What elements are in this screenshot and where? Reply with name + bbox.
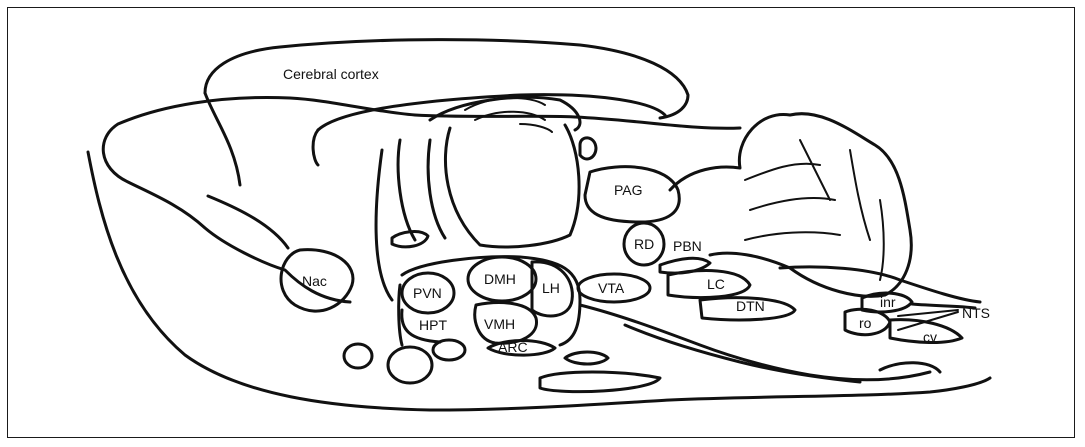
label-pag: PAG: [614, 182, 643, 198]
label-rd: RD: [634, 236, 654, 252]
label-ro: ro: [859, 315, 872, 331]
label-hpt: HPT: [419, 317, 447, 333]
label-dtn: DTN: [736, 298, 765, 314]
label-cv: cv: [923, 329, 937, 345]
label-dmh: DMH: [484, 271, 516, 287]
label-inr: inr: [880, 294, 896, 310]
label-vta: VTA: [598, 280, 625, 296]
label-nts: NTS: [962, 305, 990, 321]
label-cortex: Cerebral cortex: [283, 66, 379, 82]
label-pbn: PBN: [673, 238, 702, 254]
label-lh: LH: [542, 280, 560, 296]
label-pvn: PVN: [413, 285, 442, 301]
label-lc: LC: [707, 276, 725, 292]
label-arc: ARC: [498, 339, 528, 355]
label-nac: Nac: [302, 273, 327, 289]
label-vmh: VMH: [484, 316, 515, 332]
